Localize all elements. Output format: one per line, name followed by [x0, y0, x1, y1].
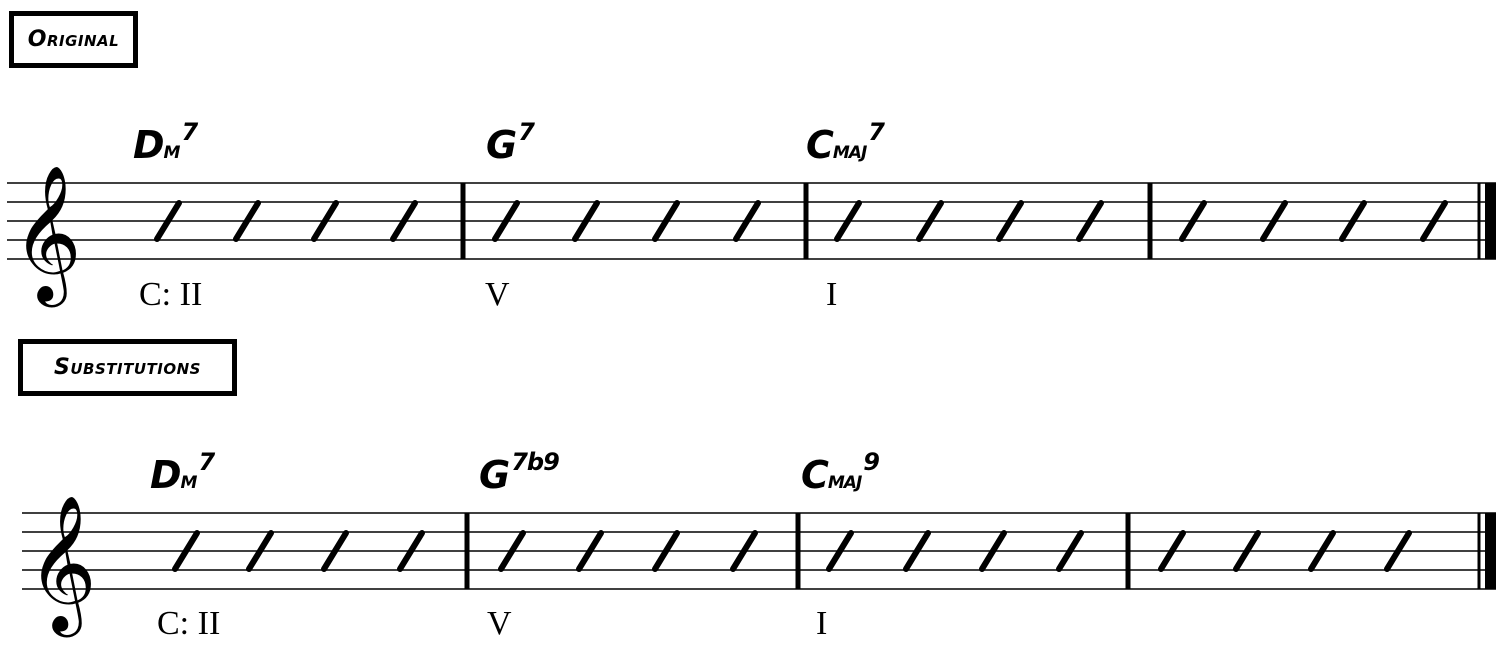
slash-notehead-icon	[903, 530, 931, 572]
slash-notehead-icon	[979, 530, 1007, 572]
chord-root: C	[806, 123, 834, 167]
chord-symbol: Cmaj7	[806, 120, 885, 167]
chord-extension: 9	[863, 448, 880, 476]
slash-notehead-icon	[1420, 200, 1448, 242]
chord-root: D	[133, 123, 165, 167]
chord-root: G	[479, 453, 510, 497]
chord-symbol: G7b9	[479, 450, 560, 497]
slash-notehead-icon	[154, 200, 182, 242]
section-label-text: Substitutions	[54, 354, 201, 380]
slash-notehead-icon	[1308, 530, 1336, 572]
slash-notehead-icon	[1384, 530, 1412, 572]
section-label-text: Original	[27, 26, 120, 52]
slash-notehead-icon	[730, 530, 758, 572]
chord-root: D	[150, 453, 182, 497]
roman-numeral: V	[485, 276, 510, 313]
slash-notehead-icon	[311, 200, 339, 242]
final-barline-thick	[1485, 183, 1496, 259]
chord-quality: m	[163, 136, 181, 164]
chord-extension: 7	[198, 448, 215, 476]
slash-notehead-icon	[576, 530, 604, 572]
chord-quality: maj	[827, 466, 862, 494]
chord-symbol: Cmaj9	[801, 450, 880, 497]
treble-clef-icon: 𝄞	[27, 493, 97, 637]
chord-symbol: Dm7	[133, 120, 198, 167]
slash-notehead-icon	[172, 530, 200, 572]
staff-system-substitutions: 𝄞	[22, 493, 1496, 637]
chord-extension: 7	[181, 118, 198, 146]
section-label-original: Original	[9, 11, 138, 68]
slash-notehead-icon	[1179, 200, 1207, 242]
roman-numeral: C: II	[157, 605, 221, 642]
slash-notehead-icon	[1260, 200, 1288, 242]
slash-notehead-icon	[397, 530, 425, 572]
slash-notehead-icon	[834, 200, 862, 242]
slash-notehead-icon	[498, 530, 526, 572]
roman-numeral: I	[826, 276, 838, 313]
roman-numeral: V	[487, 605, 512, 642]
slash-notehead-icon	[321, 530, 349, 572]
slash-notehead-icon	[1233, 530, 1261, 572]
slash-notehead-icon	[1076, 200, 1104, 242]
slash-notehead-icon	[233, 200, 261, 242]
treble-clef-icon: 𝄞	[12, 163, 82, 307]
final-barline-thick	[1485, 513, 1496, 589]
slash-notehead-icon	[246, 530, 274, 572]
slash-notehead-icon	[1056, 530, 1084, 572]
slash-notehead-icon	[572, 200, 600, 242]
slash-notehead-icon	[652, 530, 680, 572]
chord-extension: 7	[868, 118, 885, 146]
roman-numeral: C: II	[139, 276, 203, 313]
slash-notehead-icon	[652, 200, 680, 242]
chord-symbol: Dm7	[150, 450, 215, 497]
slash-notehead-icon	[733, 200, 761, 242]
slash-notehead-icon	[1339, 200, 1367, 242]
slash-notehead-icon	[1158, 530, 1186, 572]
slash-notehead-icon	[916, 200, 944, 242]
chord-symbol: G7	[486, 120, 535, 167]
slash-notehead-icon	[996, 200, 1024, 242]
chord-quality: m	[180, 466, 198, 494]
staff-system-original: 𝄞	[7, 163, 1496, 307]
slash-notehead-icon	[492, 200, 520, 242]
slash-notehead-icon	[390, 200, 418, 242]
section-label-substitutions: Substitutions	[18, 339, 237, 396]
chord-extension: 7	[518, 118, 535, 146]
chord-extension: 7b9	[511, 448, 560, 476]
chord-quality: maj	[832, 136, 867, 164]
slash-notehead-icon	[826, 530, 854, 572]
roman-numeral: I	[816, 605, 828, 642]
chord-root: C	[801, 453, 829, 497]
chord-root: G	[486, 123, 517, 167]
